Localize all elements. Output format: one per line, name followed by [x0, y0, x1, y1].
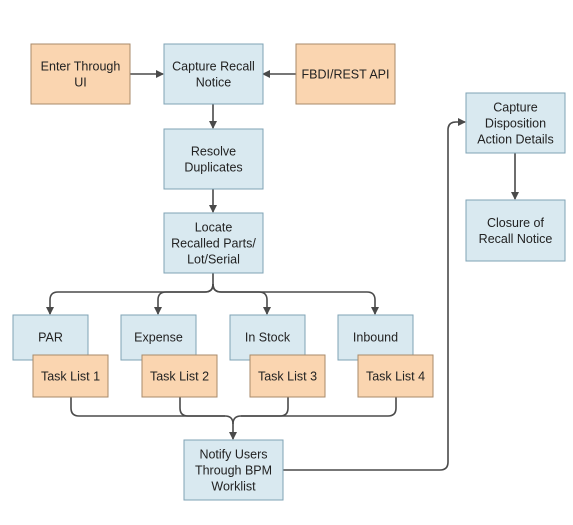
arrow-locate-to-inbound [212, 283, 379, 315]
connector-task-list-2 [179, 397, 225, 417]
capture-notice-box [163, 43, 264, 105]
label-line: Capture Recall [172, 60, 255, 74]
label-line: Disposition [485, 117, 546, 131]
label-line: Capture [493, 101, 538, 115]
label-line: Task List 3 [258, 370, 317, 384]
label-line: Lot/Serial [187, 253, 240, 267]
in-stock-label: In Stock [245, 331, 291, 345]
fbdi-api-label: FBDI/REST API [302, 68, 390, 82]
arrow-notify-to-disposition [283, 118, 466, 471]
par-label: PAR [38, 331, 63, 345]
task-list-3-label: Task List 3 [258, 370, 317, 384]
label-line: Expense [134, 331, 183, 345]
task-list-3-box [249, 354, 326, 398]
label-line: Duplicates [184, 161, 242, 175]
connector-task-list-3 [232, 397, 289, 425]
label-line: UI [74, 76, 87, 90]
label-line: Recall Notice [479, 232, 553, 246]
task-list-4-label: Task List 4 [366, 370, 425, 384]
label-line: FBDI/REST API [302, 68, 390, 82]
label-line: Through BPM [195, 464, 272, 478]
label-line: Closure of [487, 216, 544, 230]
task-list-1-box [32, 354, 109, 398]
expense-label: Expense [134, 331, 183, 345]
task-list-1-label: Task List 1 [41, 370, 100, 384]
task-list-4-box [357, 354, 434, 398]
task-list-2-box [141, 354, 218, 398]
arrow-task-lists-to-notify [70, 397, 237, 440]
label-line: Task List 4 [366, 370, 425, 384]
label-line: Locate [195, 221, 233, 235]
arrow-locate-to-in-stock [212, 283, 271, 315]
closure-box [465, 199, 566, 262]
label-line: Resolve [191, 145, 236, 159]
label-line: Worklist [211, 480, 256, 494]
inbound-label: Inbound [353, 331, 398, 345]
closure-label: Closure of Recall Notice [479, 216, 553, 246]
enter-ui-box [30, 43, 131, 105]
locate-parts-box [163, 212, 264, 274]
capture-disposition-box [465, 92, 566, 154]
label-line: Inbound [353, 331, 398, 345]
connectors [46, 70, 519, 471]
expense-box [120, 314, 197, 361]
notify-users-box [183, 439, 284, 501]
label-line: Enter Through [41, 60, 121, 74]
label-line: Recalled Parts/ [171, 237, 256, 251]
task-list-2-label: Task List 2 [150, 370, 209, 384]
arrow-locate-to-par [46, 273, 214, 315]
in-stock-box [229, 314, 306, 361]
fbdi-api-box [295, 43, 396, 105]
label-line: Task List 2 [150, 370, 209, 384]
connector-task-list-4 [241, 397, 397, 417]
resolve-duplicates-box [163, 128, 264, 190]
arrow-locate-to-expense [154, 283, 214, 315]
label-line: Task List 1 [41, 370, 100, 384]
label-line: Notice [196, 76, 231, 90]
label-line: PAR [38, 331, 63, 345]
label-line: Action Details [477, 133, 553, 147]
par-box [12, 314, 89, 361]
label-line: Notify Users [199, 448, 267, 462]
label-line: In Stock [245, 331, 291, 345]
